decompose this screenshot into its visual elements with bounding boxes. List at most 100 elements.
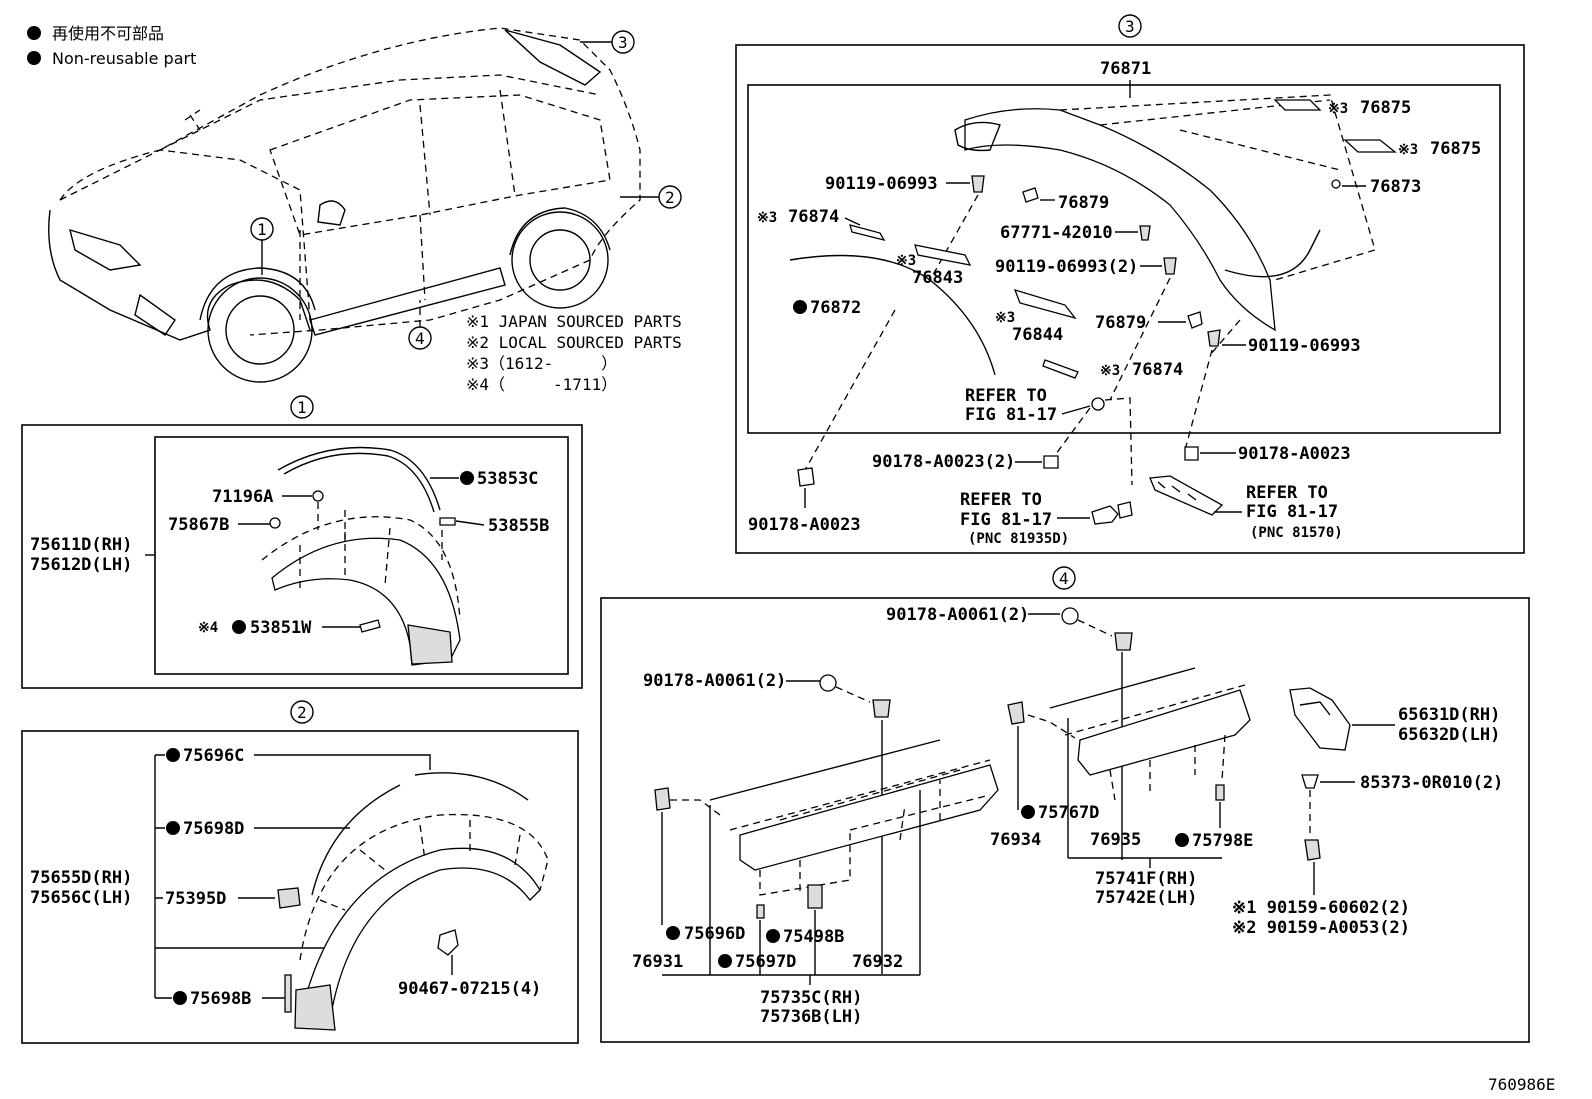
- vehicle-outline: [48, 27, 641, 383]
- part-75735C-RH: 75735C(RH): [760, 988, 862, 1008]
- fig-81-17-a: FIG 81-17: [965, 405, 1057, 425]
- part-90467-07215: 90467-07215(4): [398, 979, 541, 999]
- part-75612D-LH: 75612D(LH): [30, 555, 132, 575]
- callout-4: 4: [408, 300, 432, 350]
- part-75736B-LH: 75736B(LH): [760, 1007, 862, 1027]
- part-75867B: 75867B: [168, 515, 229, 535]
- part-75742E-LH: 75742E(LH): [1095, 888, 1197, 908]
- group-2-number: 2: [297, 703, 307, 722]
- part-75611D-RH: 75611D(RH): [30, 535, 132, 555]
- svg-text:※4: ※4: [198, 620, 218, 636]
- group-2-box: [21, 730, 579, 1044]
- part-90119-06993-2: 90119-06993(2): [995, 257, 1138, 277]
- part-76844: 76844: [1012, 325, 1063, 345]
- part-76879-b: 76879: [1095, 313, 1146, 333]
- group-1-front-fender: 1 75611D(RH) 75612D(LH) 71196A 75867B 53…: [21, 395, 583, 689]
- note-local-sourced: ※2 LOCAL SOURCED PARTS: [466, 333, 682, 352]
- retainer-75395D-icon: [277, 887, 301, 909]
- non-reusable-dot-icon: [27, 51, 41, 65]
- part-75696C: 75696C: [183, 746, 244, 766]
- part-75498B: 75498B: [783, 927, 844, 947]
- part-75395D: 75395D: [165, 889, 226, 909]
- part-75798E: 75798E: [1192, 831, 1253, 851]
- part-53855B: 53855B: [488, 516, 549, 536]
- svg-text:4: 4: [415, 329, 425, 348]
- callout-2: 2: [620, 185, 682, 209]
- clip-71196A-icon: [312, 490, 324, 502]
- part-76934: 76934: [990, 830, 1041, 850]
- part-76871: 76871: [1100, 59, 1151, 79]
- mudguard-icon: [1289, 687, 1351, 751]
- legend: 再使用不可部品 Non-reusable part: [27, 24, 196, 68]
- part-71196A: 71196A: [212, 487, 273, 507]
- group-4-rocker-moulding: 4 90178-A0061(2) 90178-A0061(2): [600, 566, 1530, 1043]
- part-76843: 76843: [912, 268, 963, 288]
- refer-to-b: REFER TO: [960, 490, 1042, 510]
- part-75767D: 75767D: [1038, 803, 1099, 823]
- part-75698B: 75698B: [190, 989, 251, 1009]
- part-75696D: 75696D: [684, 924, 745, 944]
- fig-81-17-b: FIG 81-17: [960, 510, 1052, 530]
- part-76875-b: 76875: [1430, 139, 1481, 159]
- part-90178-A0023-2: 90178-A0023(2): [872, 452, 1015, 472]
- svg-text:1: 1: [257, 220, 267, 239]
- callout-1: 1: [250, 217, 274, 275]
- part-67771-42010: 67771-42010: [1000, 223, 1113, 243]
- svg-text:3: 3: [618, 33, 628, 52]
- svg-text:※3: ※3: [1328, 101, 1348, 117]
- part-75697D: 75697D: [735, 952, 796, 972]
- group-3-outer-box: [735, 44, 1525, 554]
- part-90178-A0061-b: 90178-A0061(2): [643, 671, 786, 691]
- non-reusable-dot-icon: [27, 26, 41, 40]
- pnc-81935D: (PNC 81935D): [968, 531, 1069, 547]
- note-japan-sourced: ※1 JAPAN SOURCED PARTS: [466, 312, 682, 331]
- note-date-to: ※4（ -1711）: [466, 375, 617, 394]
- group-3-inner-box: [747, 84, 1501, 434]
- part-90178-A0061-a: 90178-A0061(2): [886, 605, 1029, 625]
- group-3-rear-spoiler: 3 76871 ※3 76875 ※3 76875 76873 90119-06…: [735, 14, 1525, 554]
- part-76873-icon: [1331, 179, 1341, 189]
- part-76875-a: 76875: [1360, 98, 1411, 118]
- part-90119-06993-c: 90119-06993: [1248, 336, 1361, 356]
- svg-text:※3: ※3: [995, 310, 1015, 326]
- svg-text:※3: ※3: [1398, 142, 1418, 158]
- part-90178-A0023-c: 90178-A0023: [748, 515, 861, 535]
- note-date-from: ※3（1612- ）: [466, 354, 617, 373]
- part-75698D: 75698D: [183, 819, 244, 839]
- refer-to-a: REFER TO: [965, 386, 1047, 406]
- refer-to-c: REFER TO: [1246, 483, 1328, 503]
- part-65632D-LH: 65632D(LH): [1398, 725, 1500, 745]
- part-76874-a: 76874: [788, 207, 839, 227]
- svg-text:※3: ※3: [896, 253, 916, 269]
- part-90159-A0053: ※2 90159-A0053(2): [1232, 918, 1410, 938]
- part-90178-A0023-b: 90178-A0023: [1238, 444, 1351, 464]
- pnc-81570: (PNC 81570): [1250, 525, 1343, 541]
- part-76879-a: 76879: [1058, 193, 1109, 213]
- fig-81-17-c: FIG 81-17: [1246, 502, 1338, 522]
- group-2-rear-fender: 2 75655D(RH) 75656C(LH) 75696C 75698D 75…: [21, 700, 579, 1044]
- part-53851W: 53851W: [250, 618, 312, 638]
- part-85373-0R010: 85373-0R010(2): [1360, 773, 1503, 793]
- group-4-box: [600, 597, 1530, 1043]
- part-53853C: 53853C: [477, 469, 538, 489]
- part-76931: 76931: [632, 952, 683, 972]
- part-76872: 76872: [810, 298, 861, 318]
- part-75656C-LH: 75656C(LH): [30, 888, 132, 908]
- clip-90178-icon: [797, 467, 815, 487]
- screw-90119-icon: [971, 175, 985, 193]
- group-4-number: 4: [1059, 569, 1069, 588]
- callout-3: 3: [580, 30, 635, 54]
- clip-75867B-icon: [269, 517, 281, 529]
- part-76874-b: 76874: [1132, 360, 1183, 380]
- part-90119-06993-a: 90119-06993: [825, 174, 938, 194]
- part-90159-60602: ※1 90159-60602(2): [1232, 898, 1410, 918]
- legend-jp: 再使用不可部品: [52, 24, 164, 43]
- screw-90467-icon: [437, 929, 459, 956]
- part-76932: 76932: [852, 952, 903, 972]
- svg-text:※3: ※3: [757, 210, 777, 226]
- diagram-code: 760986E: [1488, 1075, 1555, 1094]
- source-notes: ※1 JAPAN SOURCED PARTS ※2 LOCAL SOURCED …: [466, 312, 682, 394]
- part-75741F-RH: 75741F(RH): [1095, 869, 1197, 889]
- part-76935: 76935: [1090, 830, 1141, 850]
